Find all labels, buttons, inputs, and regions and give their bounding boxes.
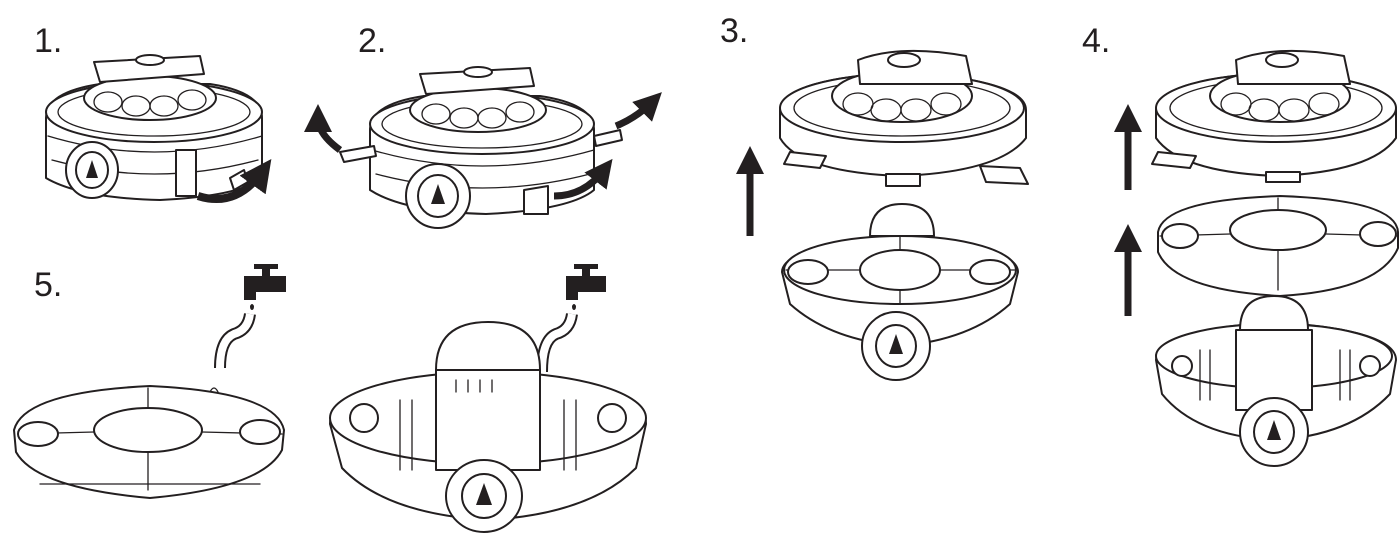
faucet-icon [566, 264, 606, 310]
step-4-number: 4. [1082, 22, 1111, 60]
lift-top-cover-icon [736, 49, 1029, 381]
step-2-number: 2. [358, 22, 387, 60]
robot-clip-open-icon [45, 54, 272, 203]
step-3-number: 3. [720, 12, 749, 50]
lift-filter-icon [1114, 49, 1399, 467]
step-1-number: 1. [34, 22, 63, 60]
rinse-filter-icon [13, 264, 647, 533]
faucet-icon [244, 264, 286, 310]
robot-both-clips-open-icon [304, 66, 662, 229]
step-5-number: 5. [34, 266, 63, 304]
